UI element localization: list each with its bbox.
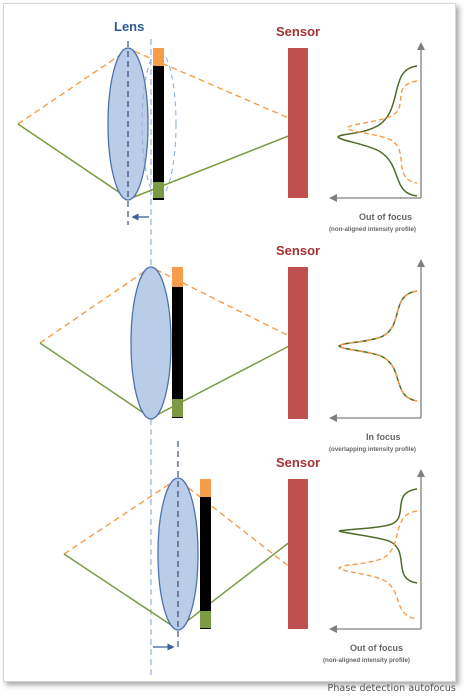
lens-label: Lens: [114, 19, 144, 34]
caption-sub: (non-aligned intensity profile): [323, 657, 410, 664]
sensor-block: [288, 267, 308, 419]
af-sensor-bar: [200, 479, 211, 629]
orange-intensity-curve: [338, 290, 418, 402]
panel-1: Lens Sensor: [17, 19, 425, 677]
af-green-segment: [153, 182, 164, 198]
figure-caption: Phase detection autofocus: [327, 683, 456, 694]
green-intensity-curve: [337, 290, 418, 402]
af-orange-segment: [200, 479, 211, 497]
sensor-block: [288, 479, 308, 629]
af-orange-segment: [153, 48, 164, 66]
sensor-label: Sensor: [276, 24, 320, 39]
caption-main: Out of focus: [350, 643, 403, 653]
green-intensity-curve: [338, 488, 418, 584]
sensor-block: [288, 48, 308, 198]
sensor-label: Sensor: [276, 455, 320, 470]
phase-detection-diagram: Lens Sensor: [17, 19, 425, 677]
diagram-frame: Lens Sensor: [3, 3, 456, 682]
caption-sub: (overlapping intensity profile): [329, 446, 416, 453]
caption-sub: (non-aligned intensity profile): [329, 226, 416, 233]
panel-2: Sensor In focus (overlapping intensity p…: [39, 243, 425, 453]
caption-main: Out of focus: [359, 212, 412, 222]
af-green-segment: [200, 611, 211, 628]
af-sensor-bar: [153, 48, 164, 200]
caption-main: In focus: [366, 432, 401, 442]
panel-3: Sensor Out of focus (non-aligned intensi…: [63, 441, 425, 664]
af-sensor-bar: [172, 267, 183, 418]
orange-intensity-curve: [338, 510, 418, 620]
lens-ghost-outline: [141, 50, 177, 198]
sensor-label: Sensor: [276, 243, 320, 258]
lens-shape: [130, 266, 172, 420]
green-intensity-curve: [337, 65, 418, 197]
af-green-segment: [172, 399, 183, 417]
orange-intensity-curve: [346, 80, 418, 184]
af-orange-segment: [172, 267, 183, 287]
